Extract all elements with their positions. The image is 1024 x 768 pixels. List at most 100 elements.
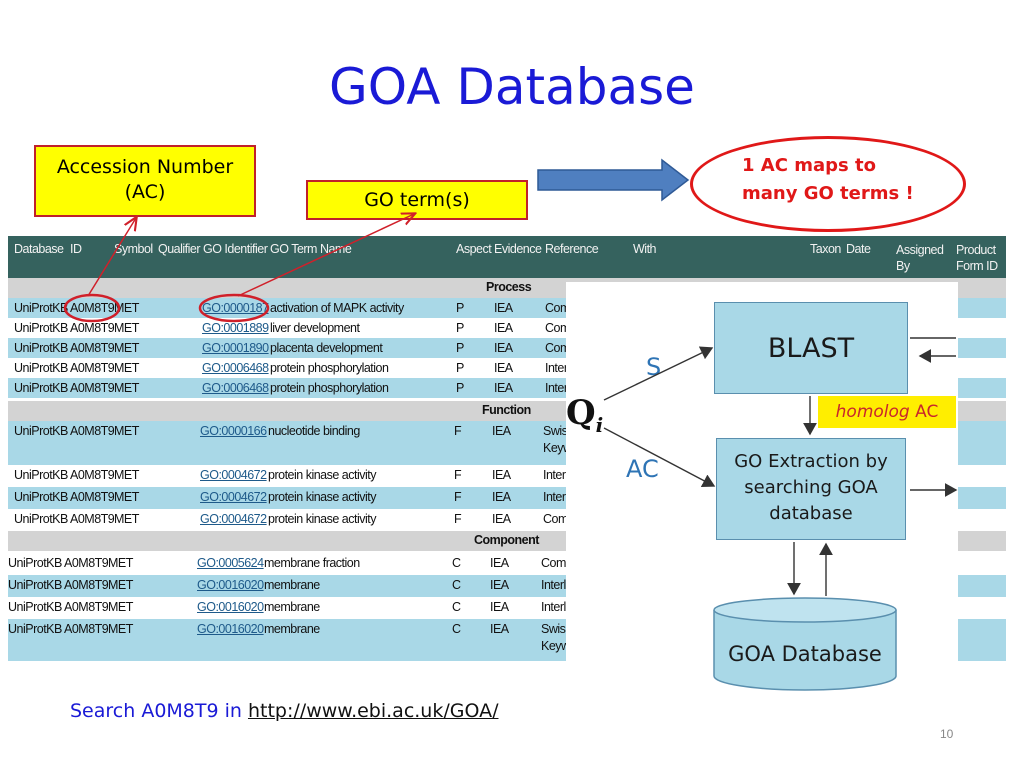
note-text: 1 AC maps to many GO terms ! [742, 152, 942, 208]
col-database: Database [14, 242, 64, 256]
go-id-circle [198, 293, 270, 323]
cell-term: membrane [264, 622, 320, 636]
go-link[interactable]: GO:0000187 [202, 301, 269, 315]
col-evidence: Evidence [494, 242, 542, 256]
col-go-identifier: GO Identifier [203, 242, 268, 256]
go-link[interactable]: GO:0001890 [202, 341, 269, 355]
cell-aspect: F [454, 424, 462, 438]
col-id: ID [70, 242, 82, 256]
cell-term: activation of MAPK activity [270, 301, 404, 315]
go-link[interactable]: GO:0004672 [200, 468, 267, 482]
cell-term: liver development [270, 321, 360, 335]
cell-symbol: MET [114, 424, 139, 438]
go-extraction-box: GO Extraction by searching GOA database [716, 438, 906, 540]
cell-symbol: MET [114, 321, 139, 335]
cell-symbol: MET [108, 578, 133, 592]
cell-db: UniProtKB [14, 361, 68, 375]
cell-db: UniProtKB [14, 512, 68, 526]
go-extraction-label: GO Extraction by searching GOA database [734, 451, 888, 524]
cell-evidence: IEA [490, 578, 509, 592]
accession-arrow [87, 218, 136, 297]
cell-ref-2: Keyw [541, 639, 570, 653]
cell-id: A0M8T9 [70, 468, 115, 482]
cell-symbol: MET [114, 361, 139, 375]
query-qi: Qi [566, 393, 603, 437]
cell-aspect: F [454, 468, 462, 482]
cell-aspect: P [456, 341, 464, 355]
cell-evidence: IEA [492, 424, 511, 438]
go-link[interactable]: GO:0004672 [200, 512, 267, 526]
cell-ref: Interl [541, 600, 566, 614]
assigned-2: By [896, 259, 910, 273]
col-symbol: Symbol [114, 242, 153, 256]
cell-db: UniProtKB [14, 301, 68, 315]
cell-id: A0M8T9 [70, 490, 115, 504]
col-taxon: Taxon [810, 242, 841, 256]
cell-evidence: IEA [494, 381, 513, 395]
accession-circle [63, 293, 121, 323]
go-link[interactable]: GO:0006468 [202, 361, 269, 375]
cell-term: membrane [264, 600, 320, 614]
label-ac: AC [626, 455, 659, 483]
product-1: Product [956, 243, 996, 257]
footer-text: Search A0M8T9 in http://www.ebi.ac.uk/GO… [70, 700, 499, 722]
go-link[interactable]: GO:0000166 [200, 424, 267, 438]
cell-id: A0M8T9 [64, 622, 109, 636]
arrow-qi-to-blast [603, 346, 714, 401]
q-letter: Q [566, 393, 596, 433]
note-ellipse [690, 136, 966, 232]
goa-link[interactable]: http://www.ebi.ac.uk/GOA/ [247, 700, 499, 722]
cell-aspect: F [454, 512, 462, 526]
go-link[interactable]: GO:0016020 [197, 578, 264, 592]
cell-aspect: C [452, 600, 461, 614]
go-link[interactable]: GO:0016020 [197, 622, 264, 636]
cell-id: A0M8T9 [70, 512, 115, 526]
cell-aspect: C [452, 578, 461, 592]
cell-id: A0M8T9 [70, 301, 115, 315]
go-link[interactable]: GO:0006468 [202, 381, 269, 395]
section-label: Function [482, 403, 531, 417]
cell-symbol: MET [114, 468, 139, 482]
cell-evidence: IEA [492, 468, 511, 482]
cell-ref: Inter [545, 361, 568, 375]
page-number: 10 [940, 727, 954, 741]
cell-ref: Com [545, 321, 570, 335]
cell-term: nucleotide binding [268, 424, 360, 438]
cell-db: UniProtKB [14, 424, 68, 438]
cell-id: A0M8T9 [64, 556, 109, 570]
cell-aspect: C [452, 622, 461, 636]
go-link[interactable]: GO:0016020 [197, 600, 264, 614]
cell-ref-2: Keyw [543, 441, 572, 455]
cell-term: protein phosphorylation [270, 381, 389, 395]
cell-ref: Interl [541, 578, 566, 592]
cell-evidence: IEA [490, 622, 509, 636]
cell-db: UniProtKB [8, 600, 62, 614]
cell-ref: Com [541, 556, 566, 570]
cell-db: UniProtKB [8, 622, 62, 636]
cell-term: protein kinase activity [268, 468, 377, 482]
section-label: Component [474, 533, 539, 547]
cell-id: A0M8T9 [70, 381, 115, 395]
go-link[interactable]: GO:0005624 [197, 556, 264, 570]
cell-term: protein phosphorylation [270, 361, 389, 375]
go-term-arrow [237, 214, 414, 297]
arrow-qi-to-extraction [603, 427, 716, 487]
homolog-ac: AC [909, 402, 939, 422]
blast-box: BLAST [714, 302, 908, 394]
cell-id: A0M8T9 [70, 361, 115, 375]
cell-db: UniProtKB [14, 381, 68, 395]
cell-db: UniProtKB [8, 556, 62, 570]
go-link[interactable]: GO:0004672 [200, 490, 267, 504]
go-link[interactable]: GO:0001889 [202, 321, 269, 335]
cell-id: A0M8T9 [70, 321, 115, 335]
note-line-2: many GO terms ! [742, 183, 914, 204]
col-aspect: Aspect [456, 242, 492, 256]
homolog-ac-label: homolog AC [818, 396, 956, 428]
cell-id: A0M8T9 [70, 341, 115, 355]
